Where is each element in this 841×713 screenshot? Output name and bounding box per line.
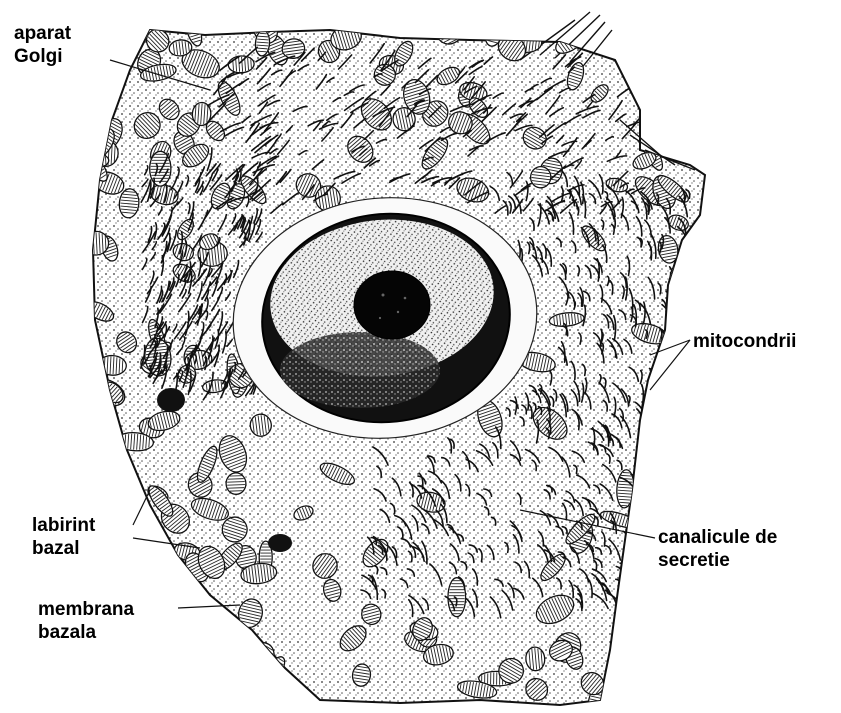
mitochondrion bbox=[153, 582, 179, 620]
canaliculus bbox=[638, 89, 655, 105]
label-canalicule-line1: canalicule de bbox=[658, 526, 777, 549]
dark-granule bbox=[157, 388, 185, 412]
canaliculus bbox=[651, 392, 659, 404]
label-golgi-line2: Golgi bbox=[14, 45, 71, 68]
canaliculus bbox=[624, 51, 641, 66]
canaliculus bbox=[633, 509, 638, 523]
label-golgi-line1: aparat bbox=[14, 22, 71, 45]
canaliculus bbox=[645, 426, 647, 440]
label-canalicule: canalicule de secretie bbox=[658, 526, 777, 572]
mitochondrion bbox=[172, 632, 209, 671]
canaliculus bbox=[621, 593, 628, 602]
mitochondrion bbox=[139, 630, 174, 673]
label-labirint: labirint bazal bbox=[32, 514, 95, 560]
mitochondrion bbox=[112, 541, 130, 582]
mitochondrion bbox=[197, 643, 234, 681]
mitochondrion bbox=[660, 126, 693, 146]
canaliculus bbox=[638, 503, 654, 521]
mitochondrion bbox=[133, 682, 164, 713]
canaliculus bbox=[683, 396, 694, 412]
canaliculus bbox=[684, 313, 687, 324]
label-canalicule-line2: secretie bbox=[658, 549, 777, 572]
label-mitochondria-line1: mitocondrii bbox=[693, 330, 796, 353]
canaliculus bbox=[671, 384, 673, 398]
mitochondrion bbox=[669, 450, 704, 488]
mitochondrion bbox=[646, 79, 675, 102]
canaliculus bbox=[678, 310, 685, 329]
canaliculus bbox=[681, 276, 685, 297]
label-golgi: aparat Golgi bbox=[14, 22, 71, 68]
canaliculus bbox=[621, 596, 626, 604]
mitochondrion bbox=[94, 31, 132, 69]
label-membrana: membrana bazala bbox=[38, 598, 134, 644]
label-labirint-line1: labirint bbox=[32, 514, 95, 537]
label-membrana-line1: membrana bbox=[38, 598, 134, 621]
mitochondrion bbox=[661, 387, 696, 422]
canaliculus bbox=[656, 427, 658, 443]
label-membrana-line2: bazala bbox=[38, 621, 134, 644]
mitochondrion bbox=[634, 583, 677, 625]
mitochondrion bbox=[90, 154, 109, 167]
canaliculus bbox=[679, 394, 682, 412]
mitochondrion bbox=[644, 464, 660, 486]
mitochondrion bbox=[83, 231, 109, 256]
mitochondrion bbox=[675, 460, 704, 489]
mitochondrion bbox=[260, 654, 289, 688]
canaliculus bbox=[688, 398, 691, 413]
canaliculus bbox=[671, 273, 682, 290]
canaliculus bbox=[638, 503, 642, 518]
nucleolus bbox=[354, 271, 430, 339]
canaliculus bbox=[636, 514, 641, 532]
mitochondrion bbox=[113, 532, 132, 563]
mitochondrion bbox=[657, 20, 682, 49]
mitochondrion bbox=[668, 67, 690, 105]
canaliculus bbox=[636, 76, 654, 84]
mitochondrion bbox=[659, 611, 691, 644]
label-mitochondria: mitocondrii bbox=[693, 330, 796, 353]
canaliculus bbox=[680, 395, 683, 416]
canaliculus bbox=[690, 373, 701, 391]
canaliculus bbox=[674, 308, 678, 318]
label-labirint-line2: bazal bbox=[32, 537, 95, 560]
canaliculus bbox=[633, 76, 655, 84]
labirint-leader bbox=[133, 490, 150, 525]
canaliculus bbox=[674, 399, 676, 422]
dark-granule bbox=[268, 534, 292, 552]
canaliculus bbox=[632, 503, 639, 520]
mitochondrion bbox=[629, 31, 657, 56]
mitochondrion bbox=[226, 473, 247, 495]
mitochondrion bbox=[80, 674, 114, 707]
mitochondrion bbox=[634, 660, 678, 692]
canaliculus bbox=[625, 557, 636, 569]
canaliculus bbox=[663, 367, 672, 383]
canaliculus bbox=[686, 308, 688, 324]
canaliculus bbox=[673, 309, 680, 326]
